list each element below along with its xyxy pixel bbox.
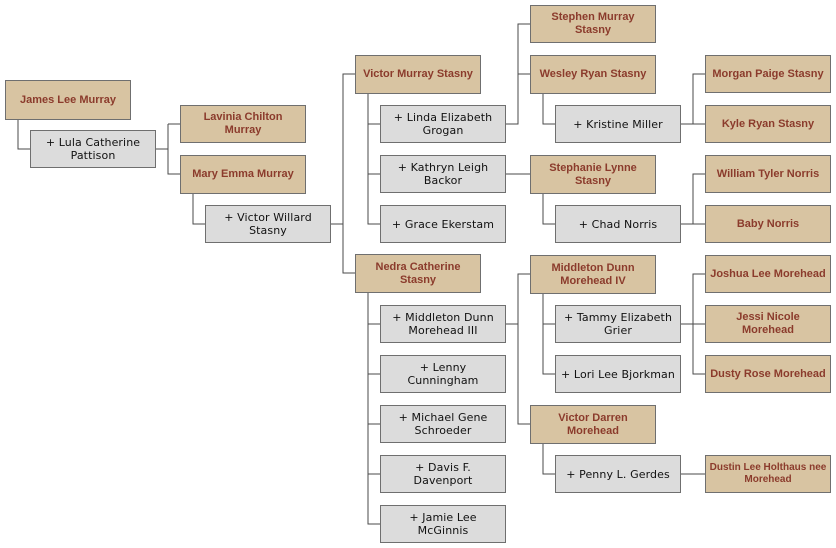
person-label: Morgan Paige Stasny bbox=[712, 67, 824, 80]
spouse-middleton-dunn-morehead-iii[interactable]: + Middleton Dunn Morehead III bbox=[380, 305, 506, 343]
spouse-kathryn-leigh-backor[interactable]: + Kathryn Leigh Backor bbox=[380, 155, 506, 193]
spouse-label: + Linda Elizabeth Grogan bbox=[393, 111, 493, 137]
spouse-lula-catherine-pattison[interactable]: + Lula Catherine Pattison bbox=[30, 130, 156, 168]
connector-lula-children bbox=[156, 123, 180, 175]
person-joshua-lee-morehead[interactable]: Joshua Lee Morehead bbox=[705, 255, 831, 293]
person-label: William Tyler Norris bbox=[716, 167, 820, 180]
person-label: Dusty Rose Morehead bbox=[710, 367, 826, 380]
spouse-jamie-lee-mcginnis[interactable]: + Jamie Lee McGinnis bbox=[380, 505, 506, 543]
person-label: Joshua Lee Morehead bbox=[710, 267, 826, 280]
connector-victor-willard-children bbox=[331, 73, 355, 274]
connector-james-to-lula bbox=[17, 119, 30, 150]
spouse-label: + Lori Lee Bjorkman bbox=[561, 367, 675, 381]
connector-mary-to-victor-willard bbox=[192, 194, 205, 225]
spouse-linda-elizabeth-grogan[interactable]: + Linda Elizabeth Grogan bbox=[380, 105, 506, 143]
spouse-label: + Victor Willard Stasny bbox=[224, 211, 312, 237]
person-stephen-murray-stasny[interactable]: Stephen Murray Stasny bbox=[530, 5, 656, 43]
spouse-grace-ekerstam[interactable]: + Grace Ekerstam bbox=[380, 205, 506, 243]
person-label: Jessi Nicole Morehead bbox=[736, 311, 800, 336]
person-james-lee-murray[interactable]: James Lee Murray bbox=[5, 80, 131, 120]
connector-linda-children bbox=[506, 23, 530, 125]
person-label: Stephanie Lynne Stasny bbox=[549, 161, 637, 187]
spouse-label: + Kathryn Leigh Backor bbox=[397, 161, 489, 187]
person-lavinia-chilton-murray[interactable]: Lavinia Chilton Murray bbox=[180, 105, 306, 143]
connector-stephanie-to-chad bbox=[542, 194, 555, 225]
connector-middleton-iv-spouses bbox=[542, 294, 555, 375]
person-william-tyler-norris[interactable]: William Tyler Norris bbox=[705, 155, 831, 193]
connector-kristine-children bbox=[681, 73, 705, 125]
spouse-label: + Penny L. Gerdes bbox=[566, 467, 670, 481]
person-label: Dustin Lee Holthaus nee Morehead bbox=[709, 462, 827, 485]
connector-wesley-to-kristine bbox=[542, 94, 555, 125]
person-wesley-ryan-stasny[interactable]: Wesley Ryan Stasny bbox=[530, 55, 656, 94]
person-label: Stephen Murray Stasny bbox=[551, 11, 635, 36]
connector-tammy-children bbox=[681, 273, 705, 375]
person-dusty-rose-morehead[interactable]: Dusty Rose Morehead bbox=[705, 355, 831, 393]
connector-victor-darren-to-penny bbox=[542, 444, 555, 475]
person-victor-murray-stasny[interactable]: Victor Murray Stasny bbox=[355, 55, 481, 94]
spouse-lenny-cunningham[interactable]: + Lenny Cunningham bbox=[380, 355, 506, 393]
spouse-label: + Grace Ekerstam bbox=[391, 217, 495, 231]
spouse-label: + Michael Gene Schroeder bbox=[398, 411, 488, 437]
person-jessi-nicole-morehead[interactable]: Jessi Nicole Morehead bbox=[705, 305, 831, 343]
person-victor-darren-morehead[interactable]: Victor Darren Morehead bbox=[530, 405, 656, 444]
spouse-penny-l-gerdes[interactable]: + Penny L. Gerdes bbox=[555, 455, 681, 493]
person-label: Baby Norris bbox=[736, 217, 800, 230]
spouse-davis-f-davenport[interactable]: + Davis F. Davenport bbox=[380, 455, 506, 493]
connector-middleton-iii-children bbox=[506, 273, 530, 425]
spouse-kristine-miller[interactable]: + Kristine Miller bbox=[555, 105, 681, 143]
person-label: Wesley Ryan Stasny bbox=[539, 68, 647, 80]
spouse-label: + Davis F. Davenport bbox=[413, 461, 473, 487]
spouse-chad-norris[interactable]: + Chad Norris bbox=[555, 205, 681, 243]
person-dustin-lee-holthaus-nee-morehead[interactable]: Dustin Lee Holthaus nee Morehead bbox=[705, 455, 831, 493]
person-mary-emma-murray[interactable]: Mary Emma Murray bbox=[180, 155, 306, 194]
spouse-victor-willard-stasny[interactable]: + Victor Willard Stasny bbox=[205, 205, 331, 243]
person-nedra-catherine-stasny[interactable]: Nedra Catherine Stasny bbox=[355, 254, 481, 293]
spouse-lori-lee-bjorkman[interactable]: + Lori Lee Bjorkman bbox=[555, 355, 681, 393]
spouse-label: + Lula Catherine Pattison bbox=[45, 136, 141, 162]
person-middleton-dunn-morehead-iv[interactable]: Middleton Dunn Morehead IV bbox=[530, 255, 656, 294]
person-label: Lavinia Chilton Murray bbox=[203, 111, 283, 136]
spouse-label: + Lenny Cunningham bbox=[407, 361, 479, 387]
person-label: Nedra Catherine Stasny bbox=[375, 260, 461, 286]
person-morgan-paige-stasny[interactable]: Morgan Paige Stasny bbox=[705, 55, 831, 93]
connector-victor-murray-spouses bbox=[367, 94, 380, 225]
spouse-label: + Jamie Lee McGinnis bbox=[409, 511, 477, 537]
person-label: Mary Emma Murray bbox=[192, 168, 294, 180]
spouse-label: + Tammy Elizabeth Grier bbox=[563, 311, 673, 337]
person-kyle-ryan-stasny[interactable]: Kyle Ryan Stasny bbox=[705, 105, 831, 143]
person-stephanie-lynne-stasny[interactable]: Stephanie Lynne Stasny bbox=[530, 155, 656, 194]
spouse-michael-gene-schroeder[interactable]: + Michael Gene Schroeder bbox=[380, 405, 506, 443]
spouse-tammy-elizabeth-grier[interactable]: + Tammy Elizabeth Grier bbox=[555, 305, 681, 343]
connector-chad-children bbox=[681, 173, 705, 225]
spouse-label: + Middleton Dunn Morehead III bbox=[392, 311, 494, 337]
spouse-label: + Chad Norris bbox=[578, 217, 658, 231]
person-label: Middleton Dunn Morehead IV bbox=[551, 261, 635, 287]
person-label: Kyle Ryan Stasny bbox=[721, 117, 815, 130]
person-label: James Lee Murray bbox=[20, 93, 116, 106]
person-label: Victor Darren Morehead bbox=[558, 411, 628, 437]
person-baby-norris[interactable]: Baby Norris bbox=[705, 205, 831, 243]
person-label: Victor Murray Stasny bbox=[363, 68, 473, 80]
spouse-label: + Kristine Miller bbox=[573, 117, 663, 131]
connector-nedra-spouses bbox=[367, 293, 380, 525]
